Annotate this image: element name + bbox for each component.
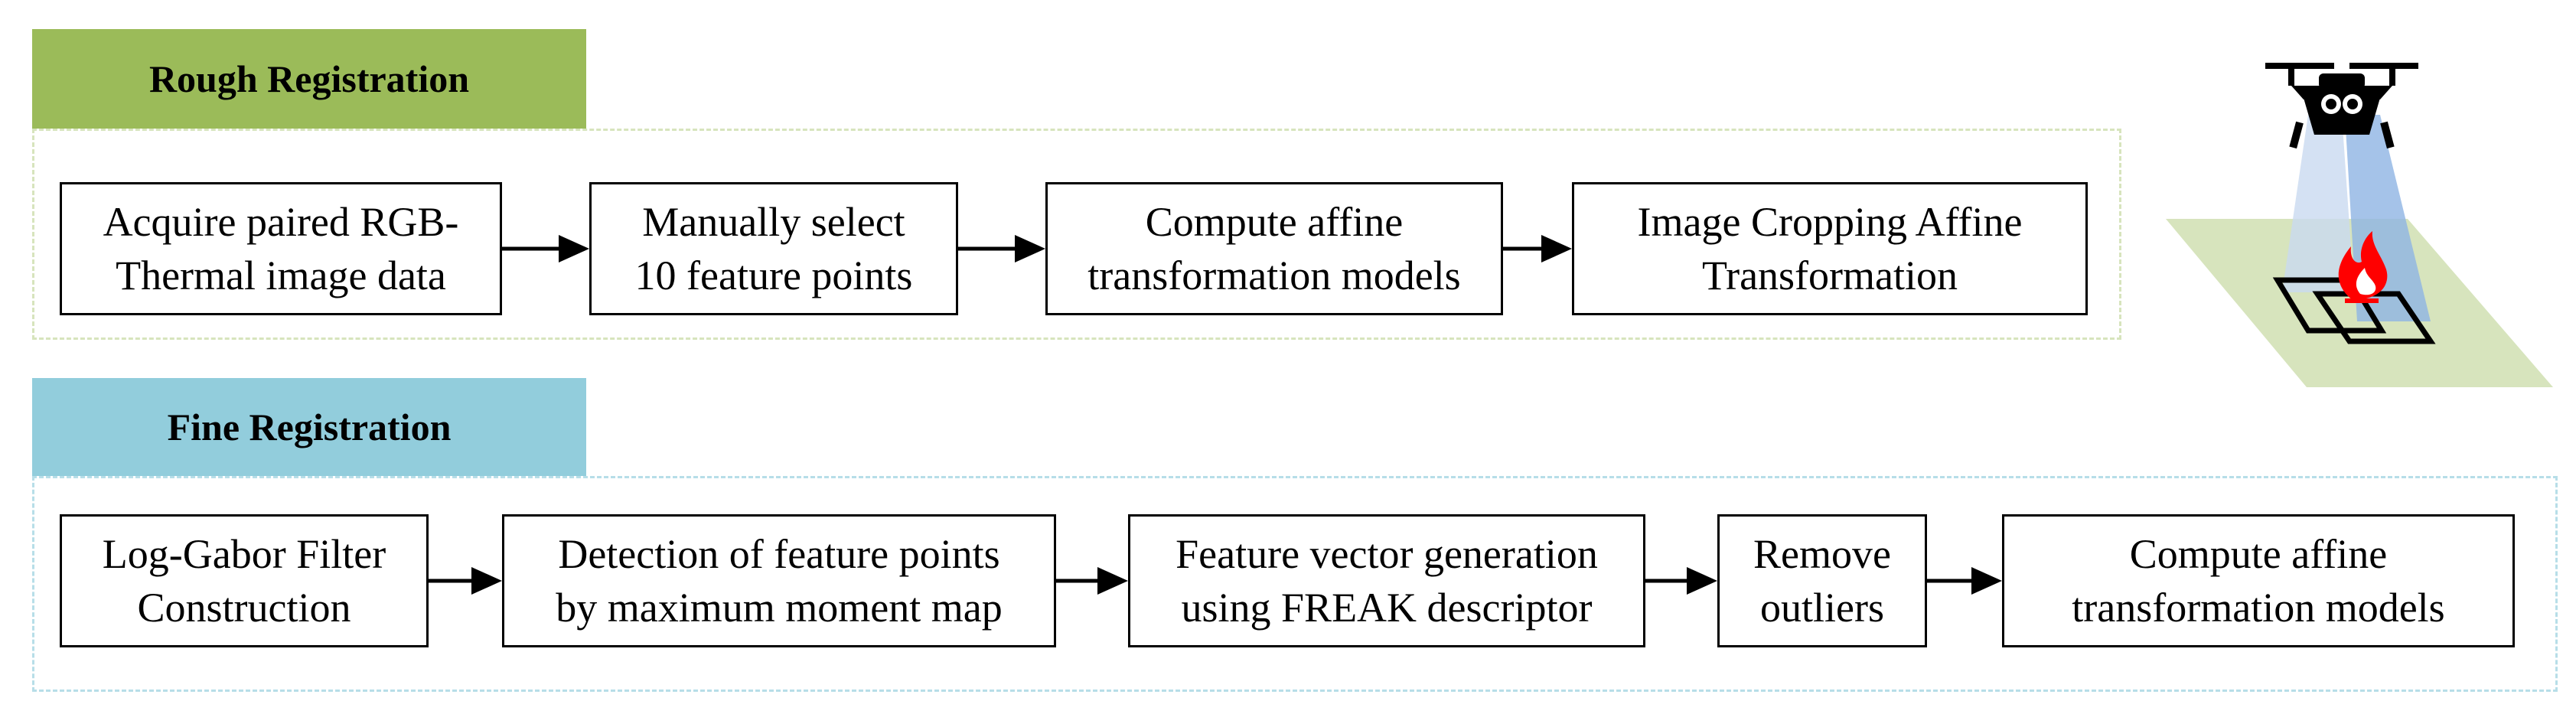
drone-icon xyxy=(2265,63,2418,149)
fine-registration-title: Fine Registration xyxy=(32,378,586,476)
beam-left xyxy=(2282,115,2354,292)
rough-registration-panel xyxy=(32,129,2121,340)
arrow-fine-3-head xyxy=(1687,567,1717,595)
arrow-rough-1-head xyxy=(559,235,589,262)
arrow-rough-3-head xyxy=(1541,235,1572,262)
arrow-fine-1-head xyxy=(471,567,502,595)
arrow-fine-2-head xyxy=(1097,567,1128,595)
arrow-fine-4-head xyxy=(1971,567,2002,595)
rough-registration-title: Rough Registration xyxy=(32,29,586,129)
arrow-rough-2-head xyxy=(1015,235,1045,262)
fine-registration-panel xyxy=(32,476,2558,692)
fine-arrows xyxy=(429,567,2002,595)
fire-icon xyxy=(2338,231,2388,303)
uav-illustration xyxy=(2166,63,2553,387)
rough-step-acquire-data: Acquire paired RGB-Thermal image data xyxy=(60,182,502,315)
rough-arrows xyxy=(502,235,1572,262)
